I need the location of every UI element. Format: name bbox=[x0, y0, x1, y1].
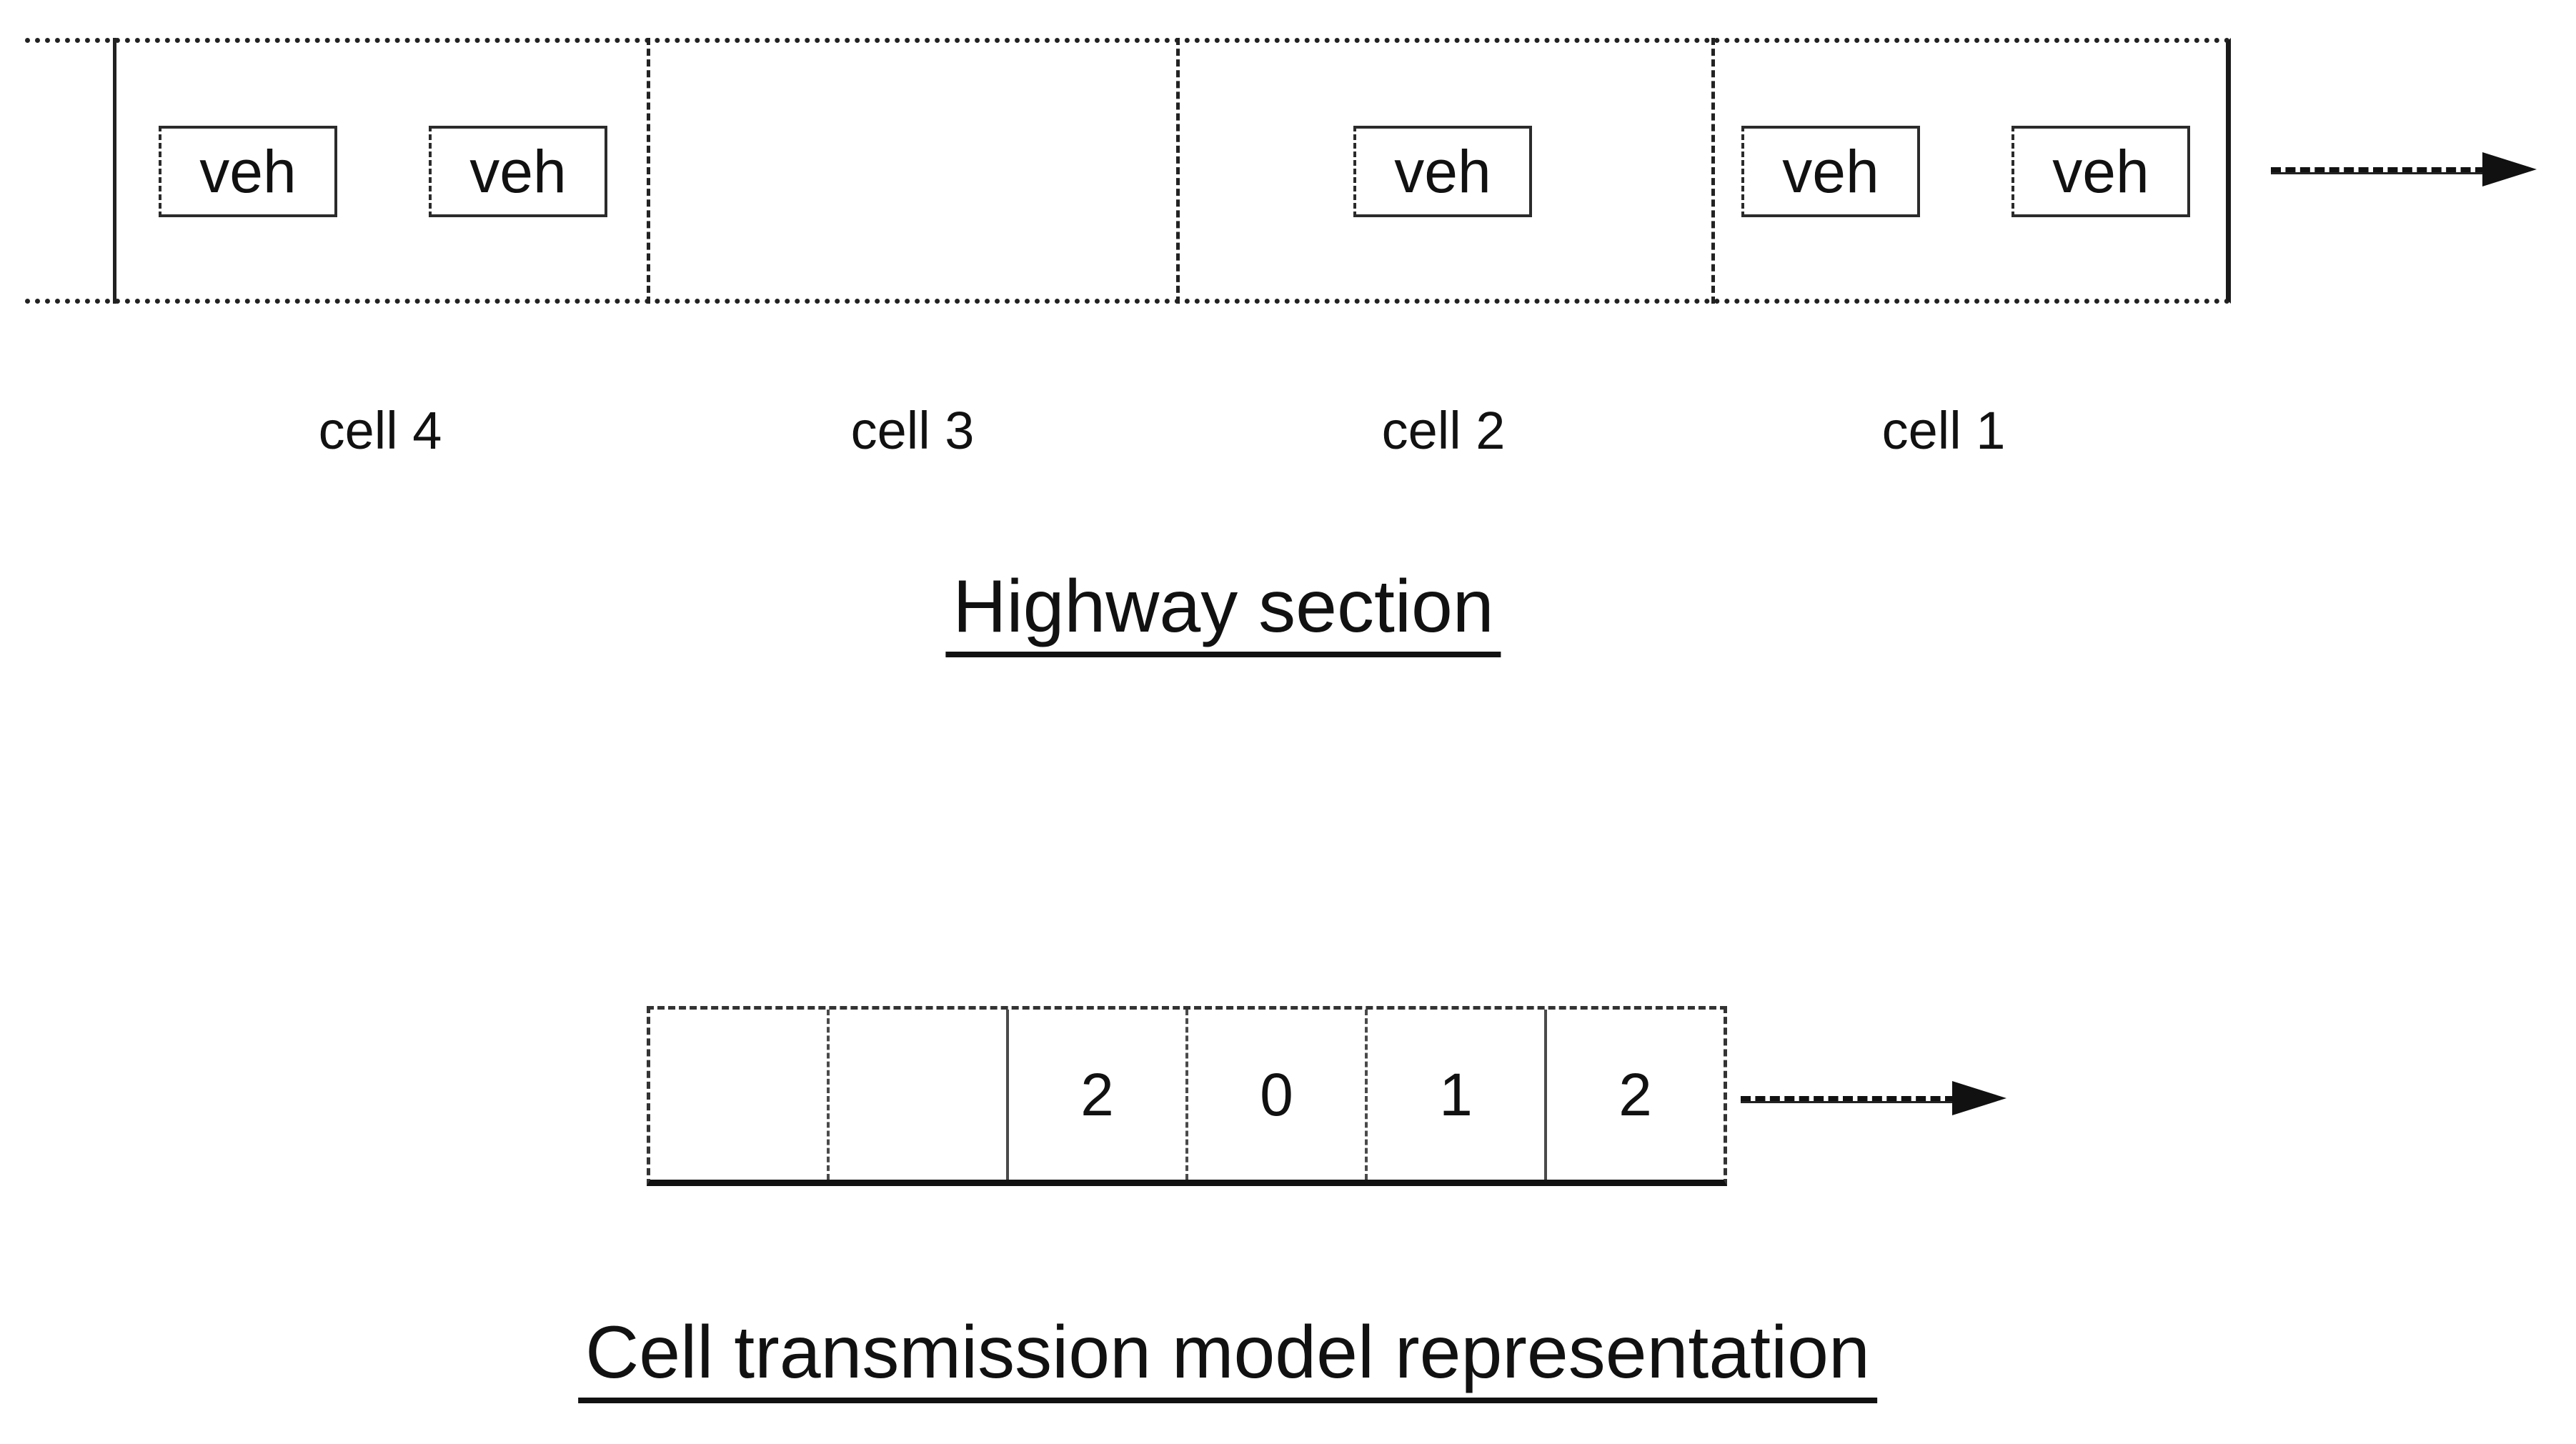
cell-4-left-boundary bbox=[113, 38, 116, 304]
vehicle-label: veh bbox=[1394, 137, 1491, 205]
ctm-cell bbox=[830, 1010, 1009, 1180]
vehicle-label: veh bbox=[199, 137, 297, 205]
arrow-shaft bbox=[2271, 172, 2491, 174]
ctm-cell-value: 0 bbox=[1260, 1060, 1293, 1128]
ctm-cell bbox=[650, 1010, 830, 1180]
ctm-cell-value: 2 bbox=[1618, 1060, 1652, 1128]
vehicle-label: veh bbox=[469, 137, 567, 205]
highway-strip bbox=[25, 38, 2231, 304]
cell-4-cell-3-boundary bbox=[647, 38, 650, 304]
vehicle-label: veh bbox=[2052, 137, 2149, 205]
cell-label: cell 2 bbox=[1381, 401, 1506, 460]
ctm-cell-value: 1 bbox=[1439, 1060, 1473, 1128]
arrow-head-icon bbox=[1952, 1081, 2006, 1115]
cell-label: cell 1 bbox=[1881, 401, 2006, 460]
ctm-caption: Cell transmission model representation bbox=[578, 1310, 1877, 1403]
vehicle-box: veh bbox=[1353, 126, 1532, 217]
vehicle-box: veh bbox=[1741, 126, 1920, 217]
cell-label: cell 3 bbox=[850, 401, 975, 460]
highway-section-caption: Highway section bbox=[945, 564, 1501, 657]
vehicle-label: veh bbox=[1782, 137, 1879, 205]
arrow-shaft bbox=[1741, 1101, 1959, 1103]
cell-2-cell-1-boundary bbox=[1711, 38, 1715, 304]
ctm-cell: 1 bbox=[1368, 1010, 1547, 1180]
cell-label: cell 4 bbox=[318, 401, 442, 460]
vehicle-box: veh bbox=[159, 126, 337, 217]
ctm-cell: 2 bbox=[1009, 1010, 1188, 1180]
vehicle-box: veh bbox=[429, 126, 607, 217]
ctm-cell: 0 bbox=[1188, 1010, 1368, 1180]
vehicle-box: veh bbox=[2011, 126, 2190, 217]
arrow-head-icon bbox=[2482, 152, 2537, 186]
arrow-shaft bbox=[2271, 167, 2485, 172]
ctm-cell-value: 2 bbox=[1080, 1060, 1114, 1128]
arrow-shaft bbox=[1741, 1096, 1955, 1101]
ctm-box: 2 0 1 2 bbox=[647, 1006, 1727, 1186]
ctm-cell: 2 bbox=[1547, 1010, 1724, 1180]
cell-3-cell-2-boundary bbox=[1176, 38, 1180, 304]
